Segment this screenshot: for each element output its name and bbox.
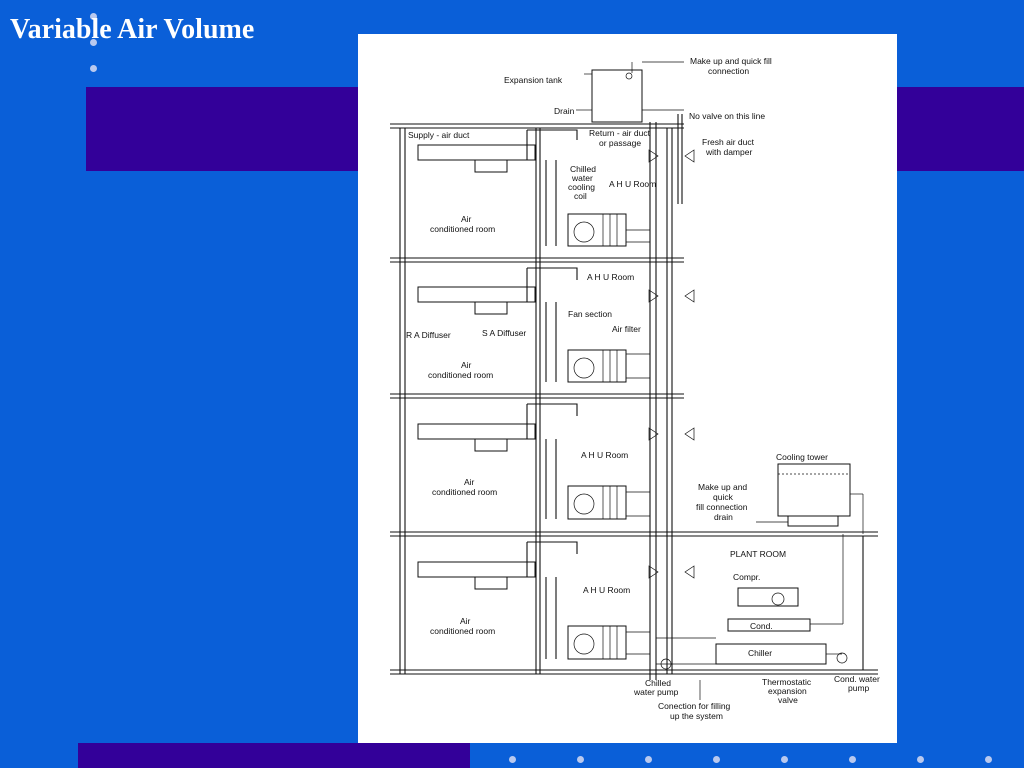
floor-1-equipment xyxy=(417,129,695,247)
supply-duct-label: Supply - air duct xyxy=(408,130,470,140)
cond-pump-label-2: pump xyxy=(848,683,870,693)
decor-dot xyxy=(90,13,97,20)
ra-diffuser-label: R A Diffuser xyxy=(406,330,451,340)
fresh-air-label-2: with damper xyxy=(705,147,752,157)
decor-dot xyxy=(917,756,924,763)
chilled-pump-label-2: water pump xyxy=(633,687,679,697)
chilled-coil-label-3: cooling xyxy=(568,182,595,192)
slide-title: Variable Air Volume xyxy=(10,14,255,45)
chiller-label: Chiller xyxy=(748,648,772,658)
decor-dot xyxy=(577,756,584,763)
chilled-coil-label-4: coil xyxy=(574,191,587,201)
thermostatic-label-3: valve xyxy=(778,695,798,705)
connection-filling-label-2: up the system xyxy=(670,711,723,721)
return-duct-label-2: or passage xyxy=(599,138,641,148)
expansion-tank xyxy=(576,61,684,123)
floor-3-equipment xyxy=(417,403,695,520)
cooling-tower xyxy=(756,463,864,534)
chilled-pump-label-1: Chilled xyxy=(645,678,671,688)
floor-4-equipment xyxy=(417,541,695,660)
air-filter-label: Air filter xyxy=(612,324,641,334)
drain-label: Drain xyxy=(554,106,575,116)
bottom-accent-band xyxy=(78,743,470,768)
decor-dot xyxy=(781,756,788,763)
no-valve-label: No valve on this line xyxy=(689,111,765,121)
connection-filling-label-1: Conection for filling xyxy=(658,701,731,711)
return-duct-label-1: Return - air duct xyxy=(589,128,651,138)
decor-dot xyxy=(90,39,97,46)
plant-room-equipment xyxy=(656,534,848,700)
air-room-label-floor-1-b: conditioned room xyxy=(430,224,495,234)
decor-dot xyxy=(645,756,652,763)
makeup-top-label-1: Make up and quick fill xyxy=(690,56,772,66)
decor-dot xyxy=(849,756,856,763)
makeup-bottom-label-4: drain xyxy=(714,512,733,522)
expansion-tank-label: Expansion tank xyxy=(504,75,563,85)
chilled-coil-label-1: Chilled xyxy=(570,164,596,174)
hvac-schematic-figure: Make up and quick fill connection Expans… xyxy=(358,34,897,743)
decor-dot xyxy=(509,756,516,763)
hvac-schematic: Make up and quick fill connection Expans… xyxy=(390,56,880,721)
air-room-label-floor-3-a: Air xyxy=(464,477,475,487)
air-room-label-floor-2-a: Air xyxy=(461,360,472,370)
ahu-room-label-floor-3: A H U Room xyxy=(581,450,628,460)
air-room-label-floor-4-b: conditioned room xyxy=(430,626,495,636)
compr-label: Compr. xyxy=(733,572,760,582)
thermostatic-label-2: expansion xyxy=(768,686,807,696)
cond-label: Cond. xyxy=(750,621,773,631)
thermostatic-label-1: Thermostatic xyxy=(762,677,812,687)
chilled-water-risers xyxy=(649,114,683,680)
ahu-room-label-floor-4: A H U Room xyxy=(583,585,630,595)
building-frame xyxy=(390,123,878,675)
cooling-tower-label: Cooling tower xyxy=(776,452,828,462)
air-room-label-floor-4-a: Air xyxy=(460,616,471,626)
air-room-label-floor-3-b: conditioned room xyxy=(432,487,497,497)
ahu-room-label-floor-1: A H U Room xyxy=(609,179,656,189)
decor-dot xyxy=(713,756,720,763)
makeup-bottom-label-2: quick xyxy=(713,492,734,502)
decor-dot xyxy=(985,756,992,763)
decor-dot xyxy=(90,65,97,72)
makeup-top-label-2: connection xyxy=(708,66,749,76)
chilled-coil-label-2: water xyxy=(571,173,593,183)
plant-room-label: PLANT ROOM xyxy=(730,549,786,559)
floor-2-equipment xyxy=(417,267,695,383)
fan-section-label: Fan section xyxy=(568,309,612,319)
ahu-room-label-floor-2: A H U Room xyxy=(587,272,634,282)
sa-diffuser-label: S A Diffuser xyxy=(482,328,526,338)
fresh-air-label-1: Fresh air duct xyxy=(702,137,755,147)
makeup-bottom-label-1: Make up and xyxy=(698,482,747,492)
air-room-label-floor-1-a: Air xyxy=(461,214,472,224)
cond-pump-label-1: Cond. water xyxy=(834,674,880,684)
air-room-label-floor-2-b: conditioned room xyxy=(428,370,493,380)
makeup-bottom-label-3: fill connection xyxy=(696,502,748,512)
